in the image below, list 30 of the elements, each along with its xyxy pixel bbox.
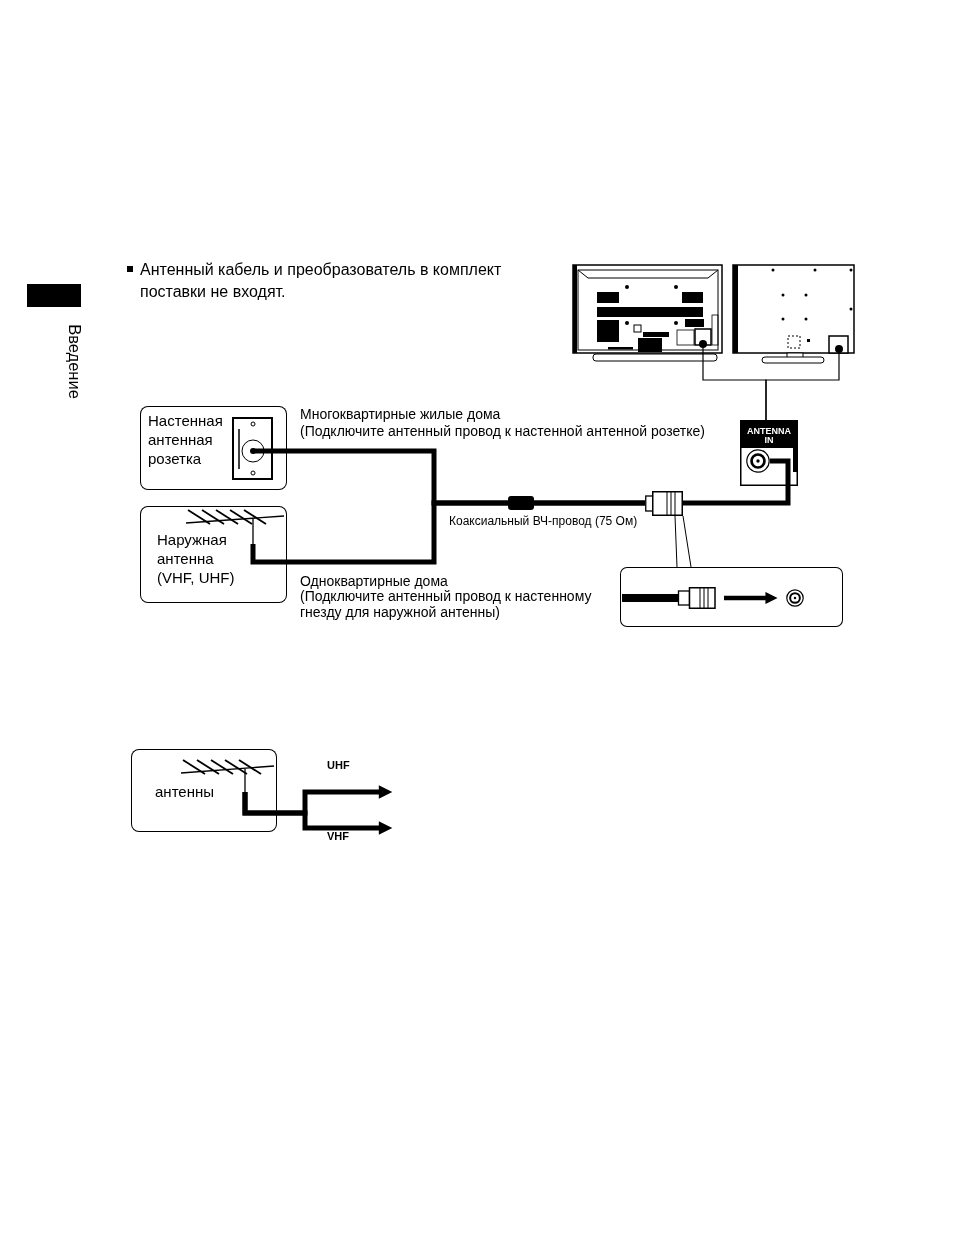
antenna-input-panel <box>740 420 798 486</box>
info-panel <box>140 506 287 603</box>
cable-label: Коаксиальный ВЧ-провод (75 Ом) <box>449 514 638 528</box>
coax-cable <box>250 500 645 565</box>
detail-inset <box>620 567 843 627</box>
caption-text: Одноквартирные дома <box>300 573 448 589</box>
coax-jack-icon <box>746 449 770 473</box>
tv-rear-drawing <box>572 264 724 364</box>
caption-text: Многоквартирные жилые дома <box>300 406 501 423</box>
coax-plug-icon <box>645 491 683 516</box>
edge-label: UHF <box>327 759 350 772</box>
node-label: Настенная антенная розетка <box>148 411 224 468</box>
edge-label: VHF <box>327 830 349 843</box>
tv-rear-drawing <box>732 264 856 364</box>
caption-text: (Подключите антенный провод к настенной антенной розетке) <box>300 423 705 440</box>
coax-jack-icon <box>786 589 804 607</box>
info-panel <box>140 406 287 490</box>
side-tab-label: Введение <box>64 323 85 399</box>
port-label: ANTENNA IN <box>740 420 798 448</box>
leader-line <box>674 515 692 568</box>
note-text: Антенный кабель и преобразователь в комплект поставки не входят. <box>140 260 503 302</box>
node-label: Наружная антенна (VHF, UHF) <box>157 530 236 587</box>
arrow <box>242 792 393 835</box>
arrow <box>724 591 778 605</box>
node-label: антенны <box>155 782 216 801</box>
caption-text: (Подключите антенный провод к настенному гнезду для наружной антенны) <box>300 589 593 620</box>
connector-line <box>765 363 840 421</box>
wall-socket-drawing <box>232 417 273 480</box>
info-panel <box>131 749 277 832</box>
coax-plug-icon <box>622 587 716 609</box>
